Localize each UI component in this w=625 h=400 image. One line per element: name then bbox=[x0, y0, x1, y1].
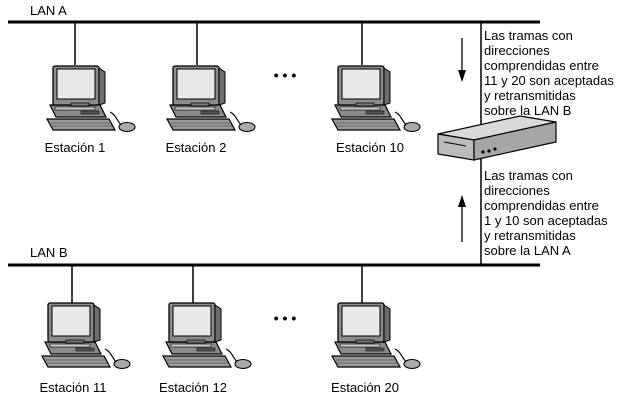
workstation-icon bbox=[166, 65, 256, 133]
bridge-device-icon bbox=[437, 115, 557, 161]
note-line: comprendidas entre bbox=[484, 198, 599, 213]
arrow-up-icon bbox=[458, 195, 466, 242]
workstation-icon bbox=[162, 302, 252, 370]
station-label: Estación 11 bbox=[40, 380, 107, 395]
note-line: 11 y 20 son aceptadas bbox=[484, 73, 614, 88]
station-label: Estación 12 bbox=[159, 380, 227, 395]
note-line: Las tramas con bbox=[484, 168, 573, 183]
note-line: direcciones bbox=[484, 183, 550, 198]
station-label: Estación 1 bbox=[45, 140, 106, 155]
station-label: Estación 20 bbox=[331, 380, 399, 395]
ellipsis: • • • bbox=[274, 310, 297, 326]
note-line: sobre la LAN B bbox=[484, 103, 571, 118]
arrow-down-icon bbox=[458, 38, 466, 82]
station-label: Estación 2 bbox=[166, 140, 227, 155]
note-line: y retransmitidas bbox=[484, 228, 576, 243]
lan-a-label: LAN A bbox=[30, 3, 67, 18]
note-line: direcciones bbox=[484, 43, 550, 58]
workstation-icon bbox=[41, 302, 131, 370]
note-line: y retransmitidas bbox=[484, 88, 576, 103]
note-line: Las tramas con bbox=[484, 28, 573, 43]
bridge-note-top: Las tramas con direcciones comprendidas … bbox=[484, 28, 617, 118]
station-label: Estación 10 bbox=[336, 140, 404, 155]
ellipsis: • • • bbox=[274, 67, 297, 83]
note-line: 1 y 10 son aceptadas bbox=[484, 213, 608, 228]
bridge-note-bottom: Las tramas con direcciones comprendidas … bbox=[484, 168, 611, 258]
note-line: comprendidas entre bbox=[484, 58, 599, 73]
workstation-icon bbox=[331, 302, 421, 370]
note-line: sobre la LAN A bbox=[484, 243, 571, 258]
lan-b-label: LAN B bbox=[30, 245, 68, 260]
workstation-icon bbox=[331, 65, 421, 133]
workstation-icon bbox=[46, 65, 136, 133]
